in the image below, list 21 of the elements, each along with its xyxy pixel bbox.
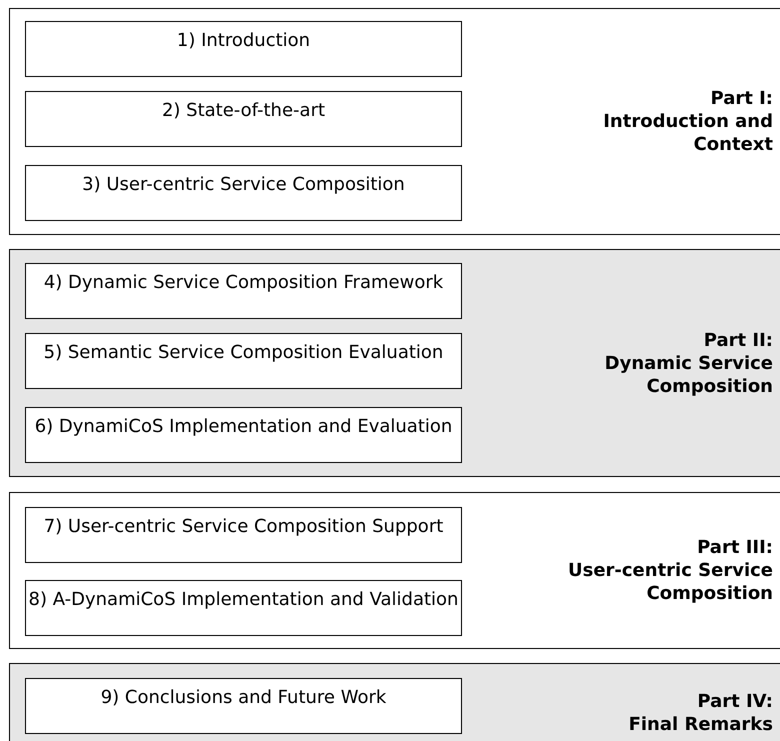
chapter-box: 1) Introduction [25,21,462,77]
part-title: Final Remarks [628,713,773,736]
part-title: Introduction and Context [602,110,773,156]
chapter-box: 2) State-of-the-art [25,91,462,147]
part-panel [9,492,780,649]
part-title: Part II: [704,328,773,352]
chapter-box: 5) Semantic Service Composition Evaluation [25,333,462,389]
chapter-box: 9) Conclusions and Future Work [25,678,462,734]
part-panel [9,663,780,741]
part-title: User-centric Service Composition [567,559,773,605]
chapter-box: 7) User-centric Service Composition Support [25,507,462,563]
chapter-box: 4) Dynamic Service Composition Framework [25,263,462,319]
part-panel [9,249,780,477]
part-title: Part IV: [697,690,773,713]
part-title: Part I: [710,87,773,110]
chapter-box: 6) DynamiCoS Implementation and Evaluation [25,407,462,463]
chapter-box: 8) A-DynamiCoS Implementation and Validation [25,580,462,636]
part-panel [9,8,780,235]
part-title: Dynamic Service Composition [604,352,773,398]
part-title: Part III: [697,536,773,559]
chapter-box: 3) User-centric Service Composition [25,165,462,221]
